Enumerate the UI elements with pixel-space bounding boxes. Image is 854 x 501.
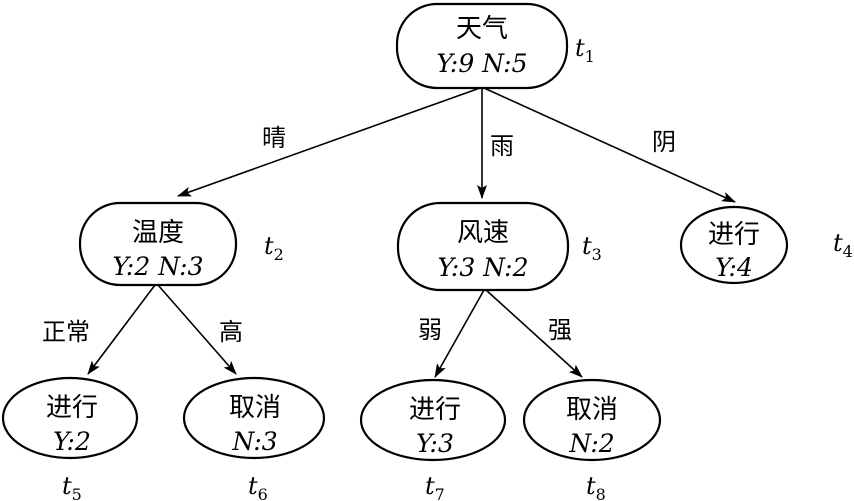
node-t3-counts: Y:3 N:2 [437,253,528,282]
node-t2-tag: t2 [264,232,284,264]
node-t7-shape [359,378,507,462]
node-t5-title: 进行 [46,393,98,423]
node-t4: 进行 Y:4 t4 [679,205,853,285]
node-t7-counts: Y:3 [416,429,454,458]
node-t3-title: 风速 [457,218,509,248]
node-t7: 进行 Y:3 t7 [359,378,507,501]
node-t5-counts: Y:2 [53,427,91,456]
node-t4-title: 进行 [708,220,760,250]
node-t3-tag: t3 [582,232,602,264]
edge-t3-t8 [485,289,583,378]
node-t2-shape [78,201,238,287]
edge-label-t1-t4: 阴 [652,128,676,156]
edge-label-t2-t6: 高 [219,318,243,346]
node-t8-shape [522,378,662,462]
node-t6-title: 取消 [229,393,281,423]
node-t5-shape [1,376,139,460]
node-t2: 温度 Y:2 N:3 t2 [78,201,284,287]
edge-t1-t4 [483,87,736,203]
edge-label-t2-t5: 正常 [42,318,90,346]
node-t3-shape [396,201,570,292]
node-t1-tag: t1 [575,34,595,66]
node-t5-tag: t5 [62,472,82,501]
node-t8-counts: N:2 [568,429,614,458]
node-t7-title: 进行 [409,395,461,425]
node-t6-counts: N:3 [231,427,277,456]
node-t1-counts: Y:9 N:5 [436,49,527,78]
edge-label-t3-t8: 强 [548,316,572,344]
edge-t2-t5 [87,284,156,375]
node-t6-shape [182,376,326,460]
edge-t2-t6 [157,284,237,375]
node-t3: 风速 Y:3 N:2 t3 [396,201,602,292]
edge-labels: 晴 雨 阴 正常 高 弱 强 [42,124,676,346]
edge-label-t1-t3: 雨 [490,132,514,160]
node-t4-tag: t4 [833,229,853,261]
node-t2-title: 温度 [132,218,184,248]
edge-t3-t7 [434,289,485,378]
edge-label-t3-t7: 弱 [418,316,442,344]
node-t1: 天气 Y:9 N:5 t1 [395,2,595,90]
node-t8-title: 取消 [566,395,618,425]
node-t4-counts: Y:4 [715,253,753,282]
node-t6: 取消 N:3 t6 [182,376,326,501]
node-t1-shape [395,2,569,90]
edge-t1-t2 [177,87,481,197]
node-t8: 取消 N:2 t8 [522,378,662,501]
node-t7-tag: t7 [425,472,445,501]
node-t5: 进行 Y:2 t5 [1,376,139,501]
node-t8-tag: t8 [586,472,606,501]
node-t2-counts: Y:2 N:3 [112,252,203,281]
edges [87,87,736,378]
edge-label-t1-t2: 晴 [262,124,286,152]
node-t1-title: 天气 [456,14,508,44]
node-t6-tag: t6 [248,472,268,501]
node-t4-shape [679,205,789,285]
